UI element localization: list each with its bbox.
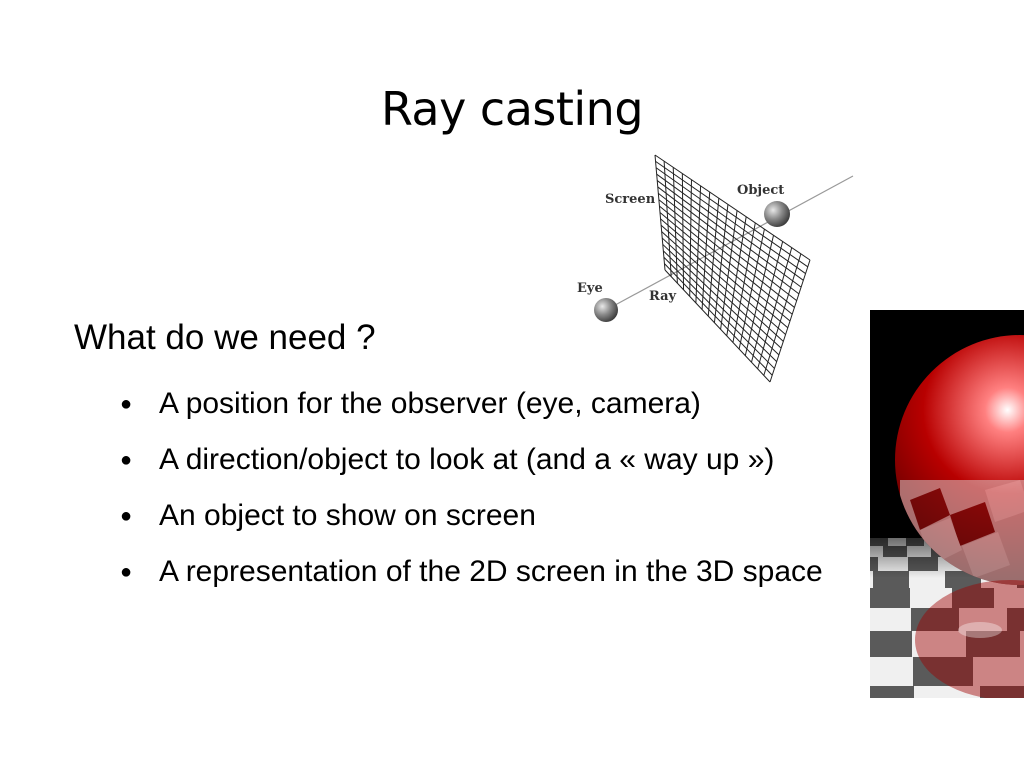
ray-casting-diagram: Screen Object Eye Ray xyxy=(577,154,854,383)
label-screen: Screen xyxy=(605,192,656,207)
label-eye: Eye xyxy=(577,281,603,296)
bullet-text: A representation of the 2D screen in the… xyxy=(159,555,823,588)
bullet-dot-icon: ● xyxy=(120,393,133,415)
bullet-text: A position for the observer (eye, camera… xyxy=(159,387,701,420)
object-sphere xyxy=(764,201,790,227)
eye-sphere xyxy=(594,298,618,322)
bullet-text: An object to show on screen xyxy=(159,499,536,532)
bullet-text: A direction/object to look at (and a « w… xyxy=(159,443,775,476)
bullet-item: ● A position for the observer (eye, camer… xyxy=(118,384,838,424)
slide-title: Ray casting xyxy=(380,82,644,136)
screen-grid xyxy=(654,154,811,383)
bullet-dot-icon: ● xyxy=(120,449,133,471)
section-heading: What do we need ? xyxy=(74,318,376,357)
label-object: Object xyxy=(737,183,784,198)
ray-line xyxy=(605,175,854,311)
bullet-item: ● A representation of the 2D screen in th… xyxy=(118,552,838,592)
bullet-item: ● A direction/object to look at (and a « … xyxy=(118,440,838,480)
raytraced-sphere-image xyxy=(870,310,1024,698)
bullet-item: ● An object to show on screen xyxy=(118,496,838,536)
bullet-dot-icon: ● xyxy=(120,505,133,527)
bullet-list: ● A position for the observer (eye, camer… xyxy=(118,384,838,608)
bullet-dot-icon: ● xyxy=(120,561,133,583)
label-ray: Ray xyxy=(649,289,677,304)
